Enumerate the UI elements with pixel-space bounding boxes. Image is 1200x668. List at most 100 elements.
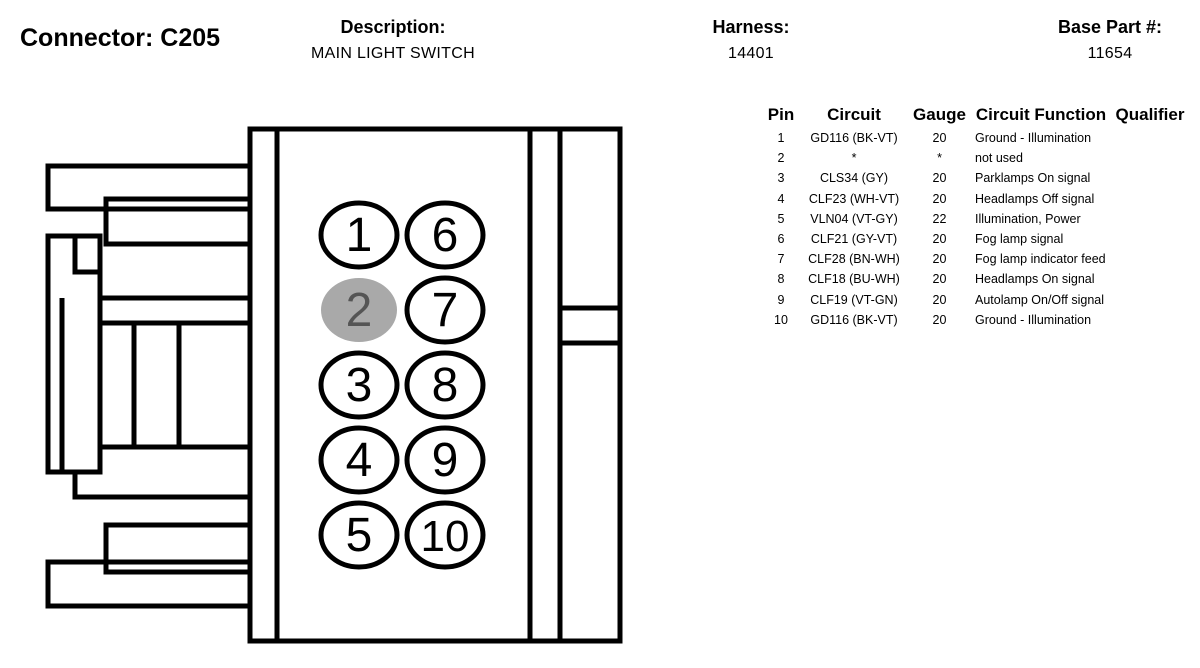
header-qualifier: Qualifier [1115,105,1185,124]
header-pin: Pin [767,105,795,124]
pin-cavity-10: 10 [404,500,486,570]
cell-function: Fog lamp indicator feed [975,252,1106,267]
header-gauge: Gauge [913,105,966,124]
cell-gauge: 20 [932,171,947,186]
cell-circuit: CLF23 (WH-VT) [808,191,900,206]
cell-pin: 5 [777,211,785,226]
pin-cavity-2: 2 [321,278,397,342]
cell-circuit: CLF19 (VT-GN) [810,292,898,307]
cell-pin: 4 [777,191,785,206]
pin-circle [318,200,400,270]
cell-circuit: VLN04 (VT-GY) [810,211,898,226]
cell-qualifier [1111,310,1189,330]
cell-pin: 9 [777,292,785,307]
pin-number: 8 [432,359,459,412]
pin-number: 10 [421,512,470,561]
pin-number: 2 [346,284,373,337]
pin-number: 3 [346,359,373,412]
cell-function: Headlamps Off signal [975,191,1095,206]
pin-number: 1 [346,209,373,262]
header-circuit-function: Circuit Function [975,105,1107,124]
cell-gauge: 20 [932,292,947,307]
cell-pin: 6 [777,232,785,247]
cell-pin: 10 [774,312,788,327]
cell-function: Fog lamp signal [975,232,1064,247]
base-part-block: Base Part #: 11654 [1040,17,1180,63]
pin-circle [318,500,400,570]
lock-center-block [97,320,253,450]
cell-function: Autolamp On/Off signal [975,292,1105,307]
cell-gauge: 22 [932,211,947,226]
cell-qualifier [1111,290,1189,310]
description-value: MAIN LIGHT SWITCH [311,45,475,62]
cell-pin: 2 [777,151,785,166]
cell-qualifier [1111,189,1189,209]
cell-qualifier [1111,168,1189,188]
description-label: Description: [340,17,446,37]
cell-circuit: * [851,151,857,166]
cell-pin: 3 [777,171,785,186]
cell-circuit: CLF18 (BU-WH) [808,272,900,287]
cell-pin: 1 [777,131,785,146]
cell-function: Illumination, Power [975,211,1081,226]
cell-qualifier [1111,148,1189,168]
pin-cavity-8: 8 [404,350,486,420]
harness-block: Harness: 14401 [671,17,831,63]
lock-lower-notch [72,472,250,500]
pin-number: 5 [346,509,373,562]
cell-circuit: CLF28 (BN-WH) [808,252,900,267]
latch-tab-3 [103,522,250,575]
table-row: 3 CLS34 (GY) 20 Parklamps On signal [762,168,1189,188]
lock-upper-notch [72,236,100,275]
description-block: Description: MAIN LIGHT SWITCH [273,17,513,63]
table-row: 4 CLF23 (WH-VT) 20 Headlamps Off signal [762,189,1189,209]
cell-qualifier [1111,269,1189,289]
cell-gauge: 20 [932,252,947,267]
pin-cavity-7: 7 [404,275,486,345]
pin-circle [404,350,486,420]
cell-function: Ground - Illumination [975,131,1092,146]
pinout-table: Pin Circuit Gauge Circuit Function Quali… [762,104,1189,330]
base-part-value: 11654 [1087,45,1133,62]
table-header-row: Pin Circuit Gauge Circuit Function Quali… [762,104,1189,128]
cell-gauge: 20 [932,272,947,287]
pin-circle [404,200,486,270]
pin-number: 4 [346,434,373,487]
pin-circle [404,425,486,495]
cell-qualifier [1111,128,1189,148]
pin-cavity-5: 5 [318,500,400,570]
base-part-label: Base Part #: [1057,17,1163,37]
cell-function: Parklamps On signal [975,171,1091,186]
harness-label: Harness: [712,17,790,37]
latch-tab-4 [45,559,250,609]
pin-cavity-3: 3 [318,350,400,420]
pin-circle [404,500,486,570]
cell-qualifier [1111,209,1189,229]
cell-gauge: 20 [932,191,947,206]
harness-value: 14401 [728,45,774,62]
cell-qualifier [1111,249,1189,269]
cell-gauge: 20 [932,131,947,146]
pin-number: 9 [432,434,459,487]
pin-circle [318,425,400,495]
pin-circle [321,278,397,342]
connector-housing [45,126,623,644]
cell-circuit: CLS34 (GY) [819,171,889,186]
cell-circuit: GD116 (BK-VT) [810,131,898,146]
cell-pin: 8 [777,272,785,287]
connector-title: Connector: C205 [20,24,221,52]
cell-qualifier [1111,229,1189,249]
pin-cavity-6: 6 [404,200,486,270]
pin-circle [318,350,400,420]
pin-cavity-9: 9 [404,425,486,495]
table-row: 5 VLN04 (VT-GY) 22 Illumination, Power [762,209,1189,229]
latch-tab-2 [103,196,250,247]
table-row: 9 CLF19 (VT-GN) 20 Autolamp On/Off signal [762,290,1189,310]
table-row: 2**not used [762,148,1189,168]
cell-gauge: 20 [932,312,947,327]
